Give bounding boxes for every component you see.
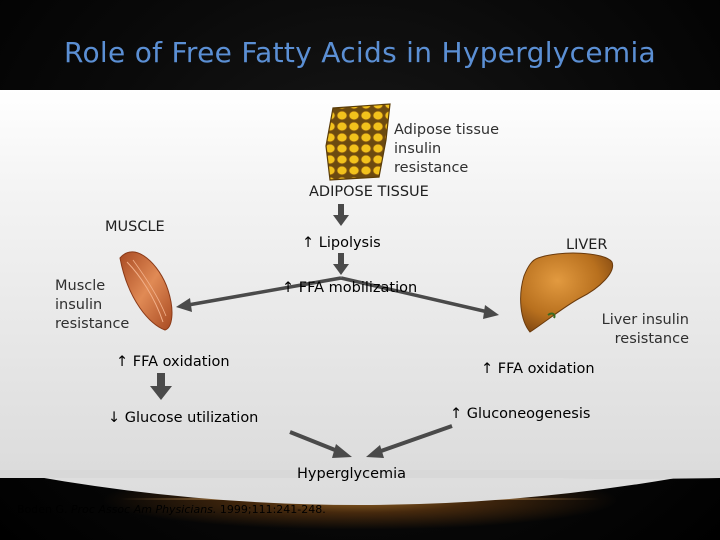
citation: Boden G. Proc Assoc Am Physicians. 1999;… <box>17 503 326 516</box>
adipose-note-line: resistance <box>394 160 469 176</box>
glucose-utilization-text: ↓ Glucose utilization <box>108 410 259 426</box>
adipose-note-line: Adipose tissue <box>394 122 499 138</box>
hyperglycemia-text: Hyperglycemia <box>297 466 407 482</box>
lipolysis-text: ↑ Lipolysis <box>302 235 381 251</box>
ffa-mobilization-text: ↑ FFA mobilization <box>282 280 418 296</box>
liver-note: Liver insulin resistance <box>602 311 689 349</box>
muscle-note: Muscle insulin resistance <box>55 277 129 334</box>
muscle-ffa-oxidation-text: ↑ FFA oxidation <box>116 354 230 370</box>
muscle-note-line: insulin <box>55 297 103 313</box>
adipose-tissue-image <box>325 103 391 181</box>
arrow-to-muscle <box>176 276 342 312</box>
citation-journal: Proc Assoc Am Physicians. <box>71 503 217 516</box>
arrow-muscle-oxidation-down <box>150 373 172 400</box>
gluconeogenesis-text: ↑ Gluconeogenesis <box>450 406 591 422</box>
liver-note-line: resistance <box>614 331 689 347</box>
arrow-glucose-to-hyperglycemia <box>289 430 352 458</box>
arrow-to-liver <box>340 276 499 319</box>
muscle-label: MUSCLE <box>105 219 165 235</box>
liver-image <box>520 252 614 333</box>
content-panel-bottom <box>0 470 720 479</box>
arrow-gluconeogenesis-to-hyperglycemia <box>366 424 453 458</box>
liver-ffa-oxidation-text: ↑ FFA oxidation <box>481 361 595 377</box>
adipose-note: Adipose tissue insulin resistance <box>394 121 499 178</box>
liver-note-line: Liver insulin <box>601 312 689 328</box>
arrow-adipose-to-lipolysis <box>333 204 349 226</box>
arrow-lipolysis-to-mobilization <box>333 253 349 275</box>
muscle-image <box>119 251 173 331</box>
liver-label: LIVER <box>566 237 608 253</box>
muscle-note-line: Muscle <box>55 278 106 294</box>
citation-author: Boden G. <box>17 503 68 516</box>
muscle-note-line: resistance <box>55 316 130 332</box>
adipose-note-line: insulin <box>394 141 442 157</box>
slide-title: Role of Free Fatty Acids in Hyperglycemi… <box>64 36 656 69</box>
citation-details: 1999;111:241-248. <box>219 503 326 516</box>
adipose-label: ADIPOSE TISSUE <box>309 184 429 200</box>
